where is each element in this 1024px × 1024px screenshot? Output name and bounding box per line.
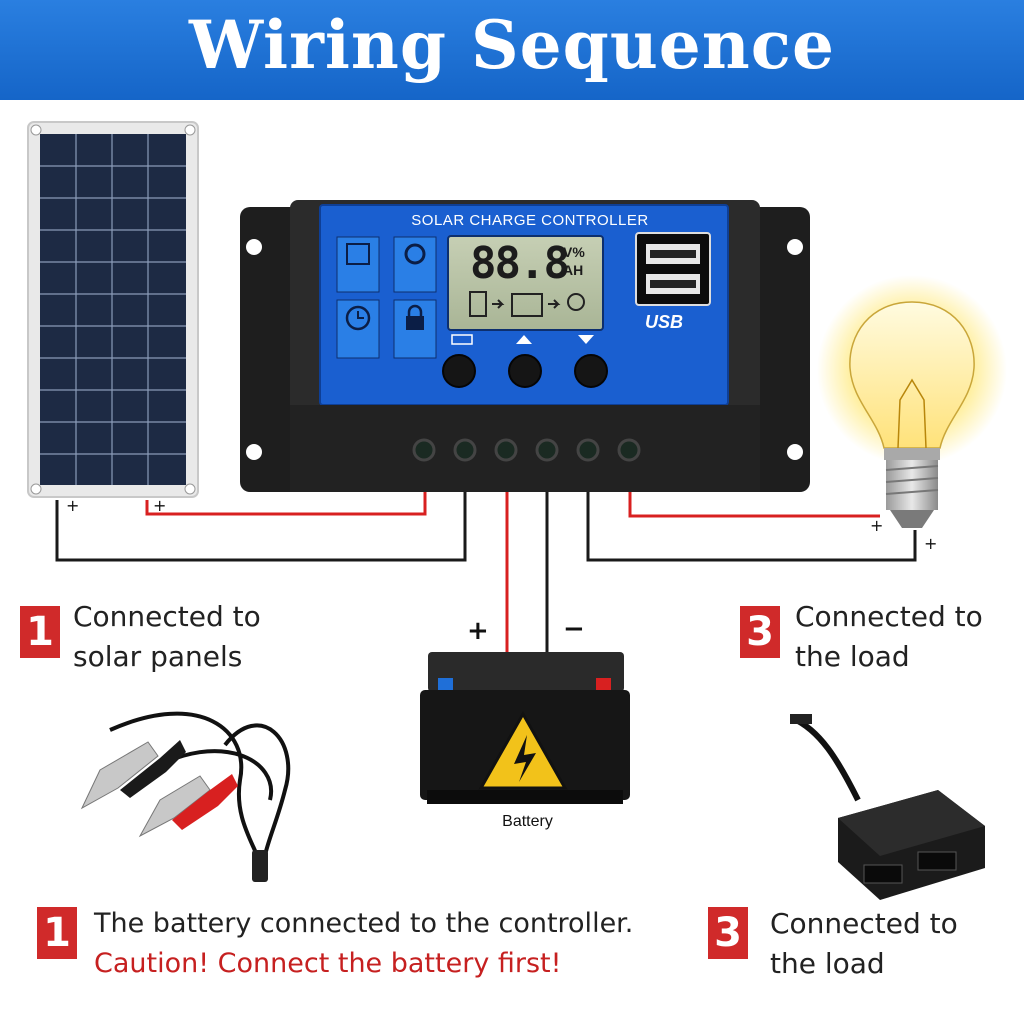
battery-minus: − — [563, 614, 585, 644]
solar-panel — [27, 121, 199, 498]
battery — [420, 652, 630, 804]
step-line: the load — [770, 947, 885, 980]
step-line: Connected to — [795, 600, 983, 633]
step-line: The battery connected to the controller. — [94, 908, 634, 939]
load-plus-right: + — [924, 534, 938, 553]
step-badge: 1 — [20, 606, 60, 658]
lcd-unit-bottom: AH — [563, 262, 584, 278]
lcd-units: V% AH — [563, 243, 585, 279]
panel-plus-right: + — [153, 496, 167, 515]
controller-title: SOLAR CHARGE CONTROLLER — [411, 212, 649, 229]
battery-plus: + — [467, 616, 489, 646]
load-plus-left: + — [870, 516, 884, 535]
step-solar-text: Connected to solar panels — [73, 597, 261, 677]
step-line: Connected to — [770, 907, 958, 940]
junction-box — [790, 714, 985, 900]
step-badge: 3 — [708, 907, 748, 959]
usb-label: USB — [645, 312, 684, 332]
battery-label: Battery — [502, 813, 553, 830]
step-load-text: Connected to the load — [795, 597, 983, 677]
lcd-unit-top: V% — [563, 244, 585, 260]
caution-text: Caution! Connect the battery first! — [94, 948, 562, 979]
lcd-digits: 88.8 — [470, 238, 570, 289]
step-battery-text: The battery connected to the controller.… — [94, 904, 633, 984]
page-title: Wiring Sequence — [189, 6, 835, 84]
step-badge: 1 — [37, 907, 77, 959]
charge-controller — [240, 200, 810, 492]
step-badge: 3 — [740, 606, 780, 658]
light-bulb — [817, 275, 1007, 528]
alligator-clip-cable — [80, 711, 291, 882]
step-line: solar panels — [73, 640, 243, 673]
panel-plus-left: + — [66, 496, 80, 515]
step-line: Connected to — [73, 600, 261, 633]
step-line: the load — [795, 640, 910, 673]
header-banner: Wiring Sequence — [0, 0, 1024, 100]
step-load-text: Connected to the load — [770, 904, 958, 984]
wires — [55, 492, 917, 652]
